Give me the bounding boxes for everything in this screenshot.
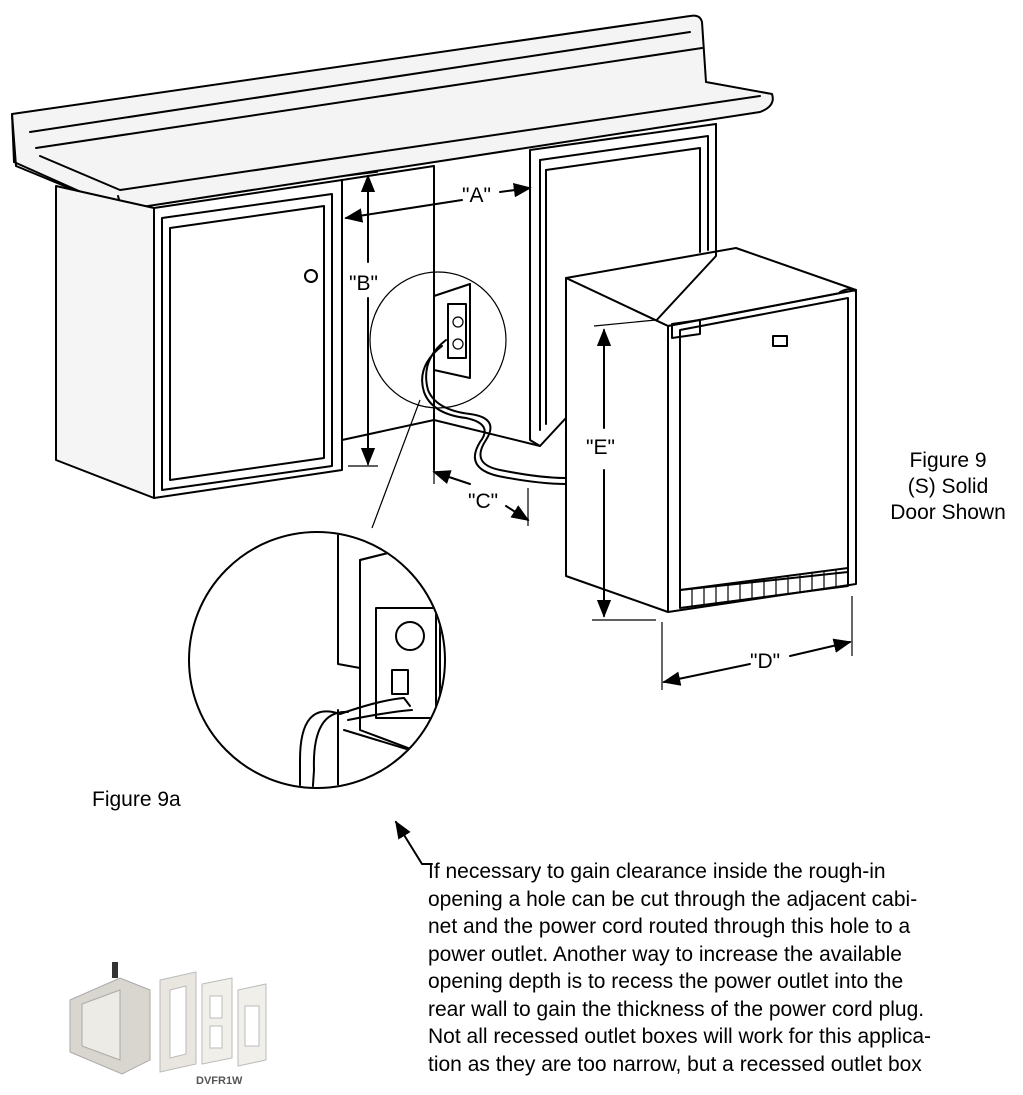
power-cord bbox=[425, 339, 567, 479]
figure-9-caption: Figure 9 (S) Solid Door Shown bbox=[868, 448, 1023, 526]
refrigerator-unit bbox=[565, 247, 857, 613]
figure-9-subtitle: (S) Solid bbox=[907, 475, 989, 498]
detail-view-9a bbox=[188, 531, 446, 789]
label-c: "C" bbox=[468, 490, 498, 513]
knob-icon bbox=[304, 269, 318, 283]
product-label: DVFR1W bbox=[196, 1075, 243, 1087]
dimension-b bbox=[345, 171, 379, 467]
dimension-d bbox=[661, 596, 853, 690]
label-e: "E" bbox=[586, 436, 615, 459]
right-cabinet bbox=[529, 123, 717, 447]
note-paragraph: If necessary to gain clearance inside th… bbox=[428, 860, 932, 1076]
recessed-outlet-box-image: DVFR1W bbox=[69, 962, 267, 1087]
callout-arrow bbox=[395, 820, 433, 865]
rough-in-opening bbox=[341, 165, 541, 471]
dimension-e bbox=[592, 319, 657, 621]
left-cabinet bbox=[55, 179, 343, 499]
label-a: "A" bbox=[462, 184, 491, 207]
figure-9a-caption: Figure 9a bbox=[92, 788, 181, 811]
dimension-c bbox=[432, 450, 530, 526]
label-d: "D" bbox=[750, 650, 780, 673]
figure-9-subtitle-2: Door Shown bbox=[890, 501, 1006, 524]
label-b: "B" bbox=[349, 272, 378, 295]
figure-9-title: Figure 9 bbox=[909, 449, 987, 472]
wall-outlet bbox=[433, 283, 471, 379]
dimension-a bbox=[344, 183, 532, 223]
countertop bbox=[11, 14, 774, 212]
detail-callout-circle bbox=[369, 271, 507, 409]
